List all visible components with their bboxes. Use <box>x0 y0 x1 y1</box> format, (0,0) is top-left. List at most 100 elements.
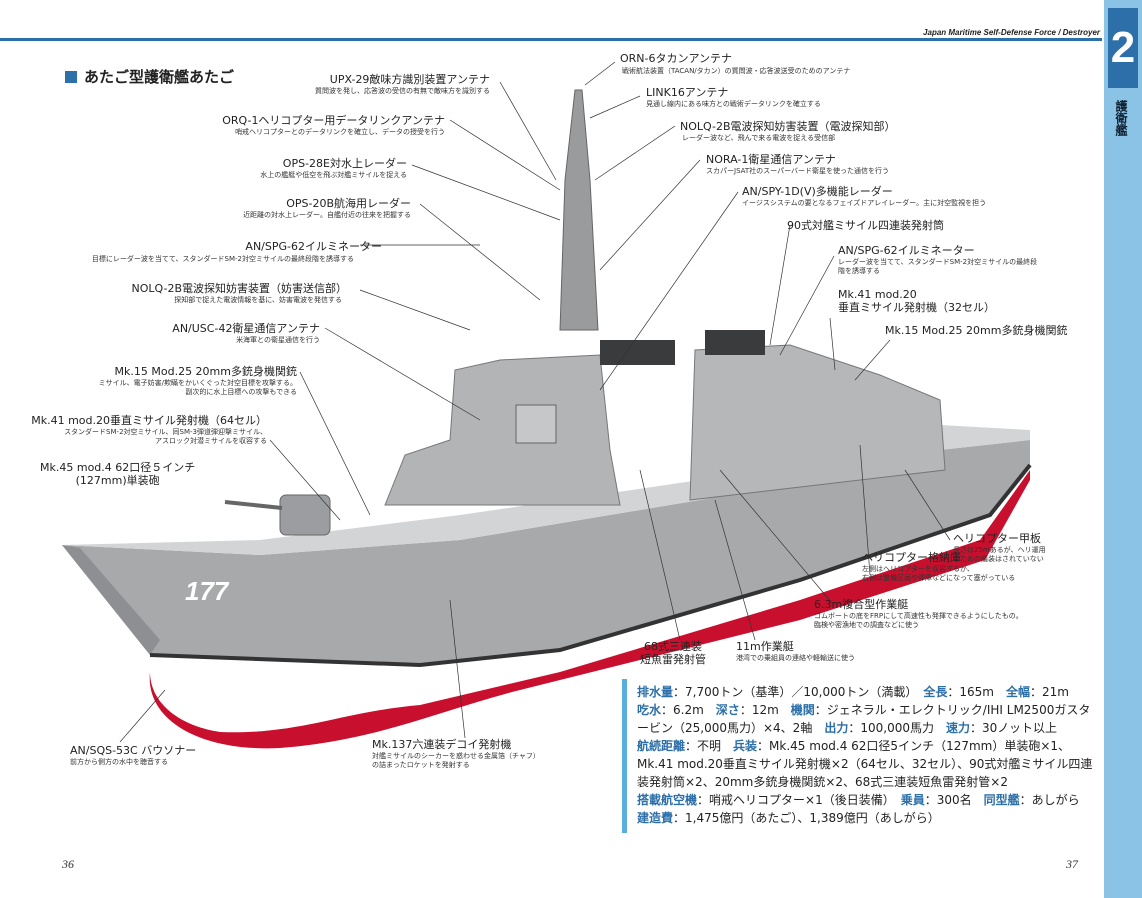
spec-key: 搭載航空機 <box>637 793 698 807</box>
ship-illustration: 177 <box>62 61 1032 749</box>
spec-value: ：165m <box>947 685 1006 699</box>
callout-ops20b-desc: 近距離の対水上レーダー。自艦付近の往来を把握する <box>243 211 411 219</box>
callout-ops28e-label: OPS-28E対水上レーダー <box>282 157 407 170</box>
callout-boat11-label: 11m作業艇 <box>736 640 794 653</box>
callout-spg62-fwd-desc: 目標にレーダー波を当てて、スタンダードSM-2対空ミサイルの最終段階を誘導する <box>91 255 354 263</box>
bow-shade <box>62 545 160 655</box>
gun-barrel <box>224 500 283 510</box>
boot-topping <box>149 463 1032 668</box>
callout-torpedo68-label: 68式三連装 短魚雷発射管 <box>640 640 706 666</box>
callout-heli-deck-desc: 長さは25mあるが、ヘリ運用 のための艤装はされていない <box>953 546 1046 563</box>
hull-grey <box>62 440 1030 665</box>
specifications: 排水量：7,700トン（基準）／10,000トン（満載） 全長：165m 全幅：… <box>622 679 1097 833</box>
callout-nolq2b-tx-label: NOLQ-2B電波探知妨害装置（妨害送信部） <box>131 282 348 295</box>
callout-spg62-fwd-label: AN/SPG-62イルミネーター <box>245 240 382 253</box>
spec-value: ：7,700トン（基準）／10,000トン（満載） <box>673 685 924 699</box>
chapter-number: 2 <box>1108 8 1138 88</box>
callout-orq1-desc: 哨戒ヘリコプターとのデータリンクを確立し、データの授受を行う <box>235 128 445 136</box>
callout-orn6-label: ORN-6タカンアンテナ <box>620 52 733 65</box>
callout-mk41-fwd-label: Mk.41 mod.20垂直ミサイル発射機（64セル） <box>31 414 267 427</box>
leader-lines <box>119 61 951 743</box>
spec-key: 深さ <box>715 703 740 717</box>
header-caption: Japan Maritime Self-Defense Force / Dest… <box>923 28 1100 37</box>
spec-value: ：あしがら <box>1019 793 1080 807</box>
title-square-icon <box>65 70 77 83</box>
spec-value: ：1,475億円（あたご）、1,389億円（あしがら） <box>673 811 940 825</box>
spec-key: 航続距離 <box>637 739 686 753</box>
callout-link16-label: LINK16アンテナ <box>646 86 729 99</box>
callout-boat11-desc: 港湾での乗組員の連絡や軽輸送に使う <box>736 654 855 662</box>
hull-number: 177 <box>185 576 230 606</box>
callout-spg62-aft-label: AN/SPG-62イルミネーター <box>838 244 975 257</box>
callout-nora1-label: NORA-1衛星通信アンテナ <box>706 153 836 166</box>
spec-value: ：30ノット以上 <box>969 721 1058 735</box>
callout-orn6-desc: 戦術航法装置（TACAN/タカン）の質問波・応答波送受のためのアンテナ <box>622 67 851 75</box>
page-number-left: 36 <box>62 857 74 871</box>
spec-key: 機関 <box>790 703 815 717</box>
callout-mk15-aft-label: Mk.15 Mod.25 20mm多銃身機関銃 <box>885 324 1068 337</box>
callout-nora1-desc: スカパーJSAT社のスーパーバード衛星を使った通信を行う <box>706 167 890 175</box>
spy1d-array-fwd <box>515 404 557 444</box>
spec-key: 同型艦 <box>983 793 1020 807</box>
callout-spy1d-desc: イージスシステムの要となるフェイズドアレイレーダー。主に対空監視を担う <box>742 199 987 207</box>
chapter-tab: 2 護衛艦 <box>1104 0 1142 898</box>
callout-nolq2b-tx-desc: 探知部で捉えた電波情報を基に、妨害電波を発信する <box>174 296 342 304</box>
mk45-gun <box>279 494 331 536</box>
callout-upx29-desc: 質問波を発し、応答波の受信の有無で敵味方を識別する <box>315 87 490 95</box>
forward-stack <box>600 340 675 365</box>
page-number-right: 37 <box>1066 857 1078 871</box>
callout-mk137-label: Mk.137六連装デコイ発射機 <box>372 738 512 751</box>
callout-link16-desc: 見通し線内にある味方との戦術データリンクを確立する <box>646 100 821 108</box>
spec-key: 建造費 <box>637 811 674 825</box>
spec-value: ：不明 <box>685 739 734 753</box>
callout-usc42-desc: 米海軍との衛星通信を行う <box>236 336 320 344</box>
spec-value: ：12m <box>739 703 791 717</box>
aft-superstructure <box>689 344 946 501</box>
callout-mk45-label: Mk.45 mod.4 62口径５インチ (127mm)単装砲 <box>40 461 196 487</box>
spec-key: 兵装 <box>733 739 758 753</box>
spec-key: 出力 <box>824 721 849 735</box>
callout-boat63-label: 6.3m複合型作業艇 <box>814 598 909 611</box>
callout-mk137-desc: 対艦ミサイルのシーカーを惑わせる金属箔（チャフ） の詰まったロケットを発射する <box>372 752 540 769</box>
page-title: あたご型護衛艦あたご <box>65 66 234 87</box>
forward-superstructure <box>384 354 621 506</box>
callout-hangar-label: ヘリコプター格納庫 <box>862 551 961 564</box>
callout-nolq2b-rx-label: NOLQ-2B電波探知妨害装置（電波探知部） <box>680 120 896 133</box>
callout-type90-label: 90式対艦ミサイル四連装発射筒 <box>787 219 944 232</box>
spec-value: ：Mk.45 mod.4 62口径5インチ（127mm）単装砲×1、Mk.41 … <box>637 739 1093 789</box>
callout-upx29-label: UPX-29敵味方識別装置アンテナ <box>329 73 490 86</box>
header-rule <box>0 38 1102 41</box>
callout-sqs53c-desc: 前方から側方の水中を聴音する <box>70 758 168 766</box>
callout-ops20b-label: OPS-20B航海用レーダー <box>286 197 411 210</box>
spec-value: ：21m <box>1030 685 1069 699</box>
callout-sqs53c-label: AN/SQS-53C バウソナー <box>70 744 197 757</box>
spec-key: 全幅 <box>1005 685 1030 699</box>
spec-key: 排水量 <box>637 685 674 699</box>
aft-stack <box>705 330 765 355</box>
page-title-text: あたご型護衛艦あたご <box>84 68 235 86</box>
spec-value: ：100,000馬力 <box>848 721 946 735</box>
chapter-label: 護衛艦 <box>1114 100 1128 136</box>
spec-key: 乗員 <box>900 793 925 807</box>
spec-value: ：哨戒ヘリコプター×1（後日装備） <box>697 793 901 807</box>
callout-nolq2b-rx-desc: レーダー波など、飛んで来る電波を捉える受信部 <box>682 134 836 142</box>
callout-spy1d-label: AN/SPY-1D(V)多機能レーダー <box>742 185 893 198</box>
callout-mk15-fwd-desc: ミサイル、電子妨害/欺瞞をかいくぐった対空目標を攻撃する。 副次的に水上目標への… <box>98 379 297 396</box>
callout-boat63-desc: ゴムボートの底をFRPにして高速性も発揮できるようにしたもの。 臨検や密漁地での… <box>814 612 1023 629</box>
spec-value: ：ジェネラル・エレクトリック/IHI LM2500ガスタービン（25,000馬力… <box>637 703 1091 735</box>
callout-heli-deck-label: ヘリコプター甲板 <box>953 532 1041 545</box>
callout-usc42-label: AN/USC-42衛星通信アンテナ <box>172 322 320 335</box>
spec-value: ：6.2m <box>661 703 716 717</box>
callout-hangar-desc: 左側はヘリコプターを収容するが、 右側は整備区画や弾庫などになって塞がっている <box>862 565 1016 582</box>
callout-mk41-fwd-desc: スタンダードSM-2対空ミサイル、同SM-3弾道弾迎撃ミサイル、 アスロック対潜… <box>64 428 267 445</box>
main-mast <box>559 89 599 331</box>
spec-value: ：300名 <box>924 793 984 807</box>
spec-key: 全長 <box>923 685 948 699</box>
callout-orq1-label: ORQ-1ヘリコプター用データリンクアンテナ <box>222 114 445 127</box>
callout-spg62-aft-desc: レーダー波を当てて、スタンダードSM-2対空ミサイルの最終段階を誘導する <box>838 258 1038 275</box>
spec-key: 吃水 <box>637 703 662 717</box>
callout-mk41-aft-label: Mk.41 mod.20 垂直ミサイル発射機（32セル） <box>838 288 995 314</box>
callout-mk15-fwd-label: Mk.15 Mod.25 20mm多銃身機関銃 <box>114 365 297 378</box>
spec-key: 速力 <box>945 721 970 735</box>
callout-ops28e-desc: 水上の艦艇や低空を飛ぶ対艦ミサイルを捉える <box>260 171 407 179</box>
